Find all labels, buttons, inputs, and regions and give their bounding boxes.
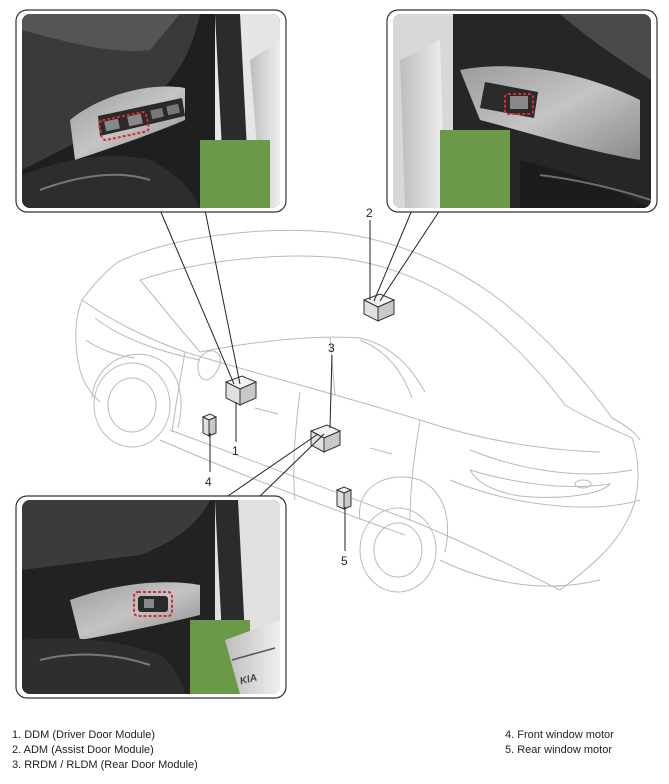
photo-inset-rear-door: KIA bbox=[15, 495, 287, 699]
front-window-motor bbox=[201, 413, 218, 437]
legend-item-adm: 2. ADM (Assist Door Module) bbox=[12, 744, 154, 756]
legend-item-rear-door-module: 3. RRDM / RLDM (Rear Door Module) bbox=[12, 759, 198, 771]
callout-3: 3 bbox=[328, 341, 335, 355]
photo-inset-assist-door bbox=[386, 9, 658, 213]
photo-inset-driver-door bbox=[15, 9, 287, 213]
callout-2: 2 bbox=[366, 206, 373, 220]
legend-item-ddm: 1. DDM (Driver Door Module) bbox=[12, 729, 156, 741]
module-ddm bbox=[224, 375, 258, 406]
callout-5: 5 bbox=[341, 554, 348, 568]
module-rear-door bbox=[309, 424, 342, 453]
module-adm bbox=[362, 293, 396, 322]
legend-item-rear-window-motor: 5. Rear window motor bbox=[505, 744, 612, 756]
legend-left: 1. DDM (Driver Door Module) 2. ADM (Assi… bbox=[12, 728, 198, 773]
rear-window-motor bbox=[335, 486, 353, 510]
callout-1: 1 bbox=[232, 444, 239, 458]
car-outline bbox=[75, 230, 641, 593]
callout-4: 4 bbox=[205, 475, 212, 489]
sill-badge: KIA bbox=[239, 672, 258, 687]
leader-lines bbox=[159, 209, 441, 551]
legend-right: 4. Front window motor 5. Rear window mot… bbox=[505, 728, 614, 758]
legend-item-front-window-motor: 4. Front window motor bbox=[505, 729, 614, 741]
